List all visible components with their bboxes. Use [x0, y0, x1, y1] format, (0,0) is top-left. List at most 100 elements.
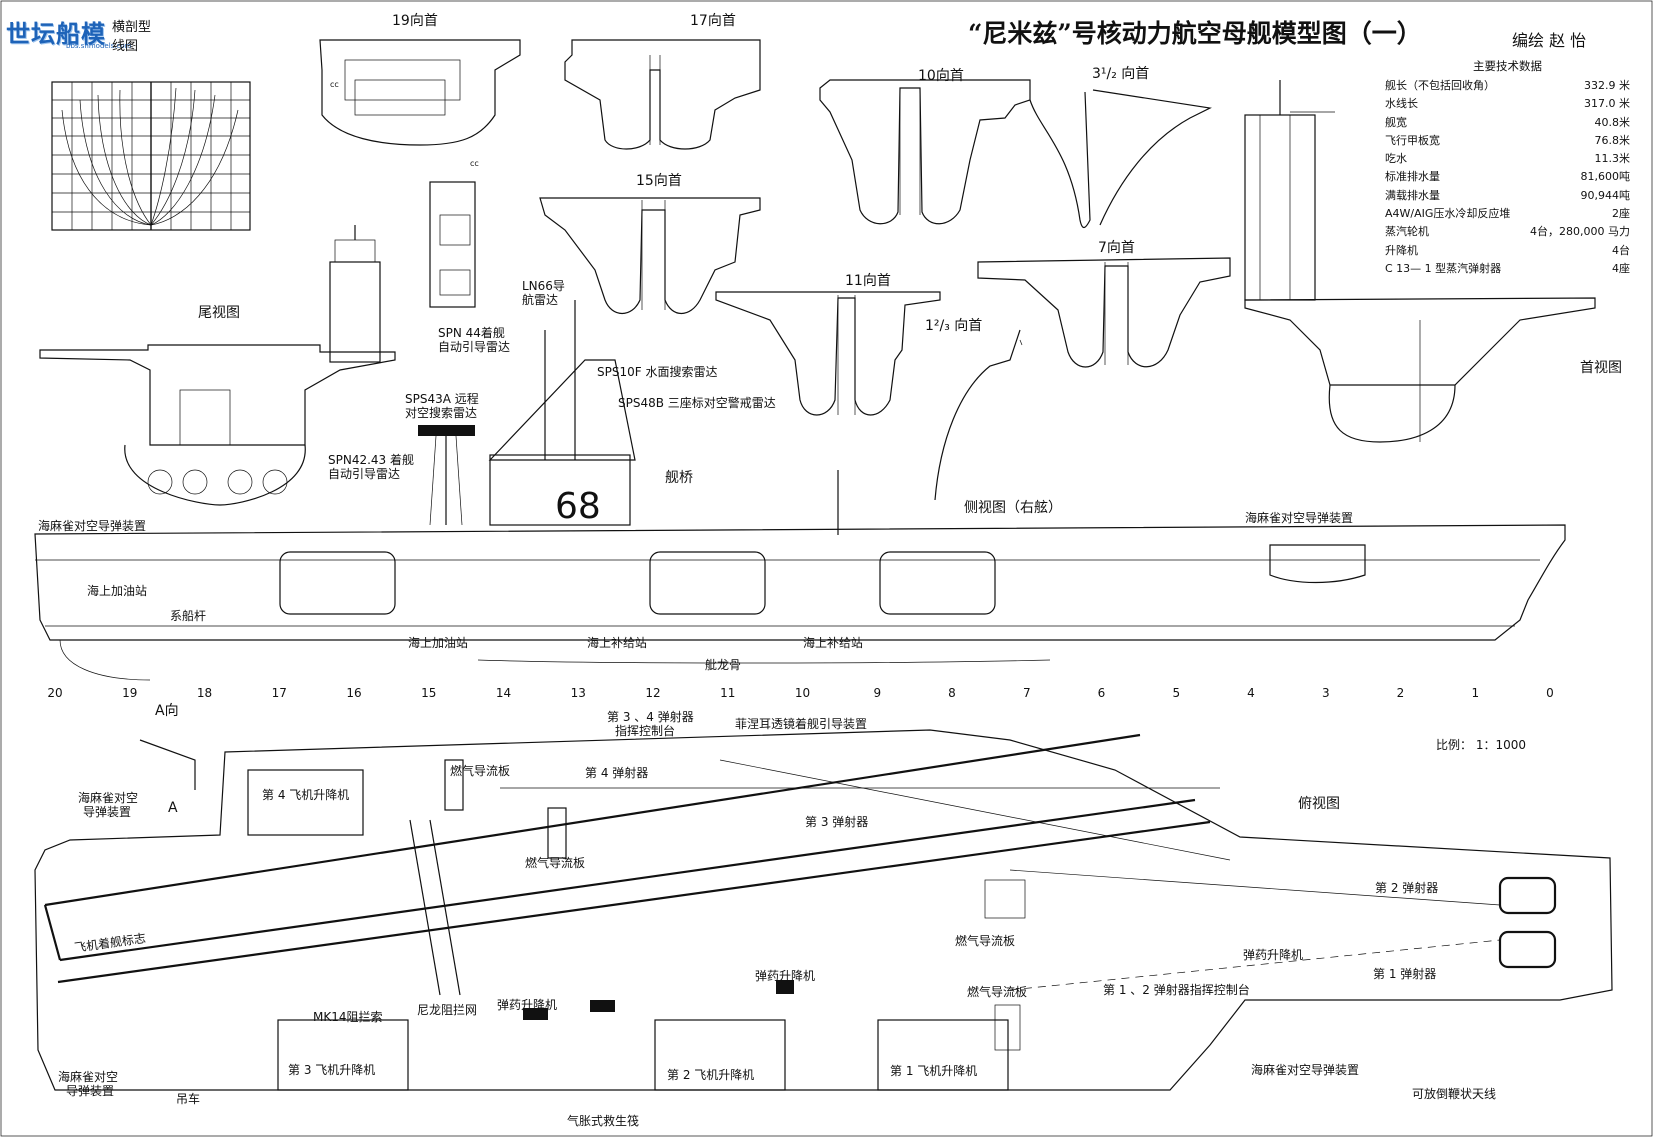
sea-sparrow-stern-line2: 导弹装置 — [66, 1084, 114, 1098]
section-10: 10向首 — [819, 68, 1031, 225]
nylon-label: 尼龙阻拦网 — [417, 1003, 477, 1017]
station-number: 15 — [421, 686, 436, 700]
station-number: 1 — [1471, 686, 1479, 700]
spec-value: 81,600吨 — [1580, 170, 1631, 184]
sea-sparrow-fwd-label: 海麻雀对空导弹装置 — [1245, 510, 1353, 525]
station-number: 0 — [1546, 686, 1554, 700]
section-11: 11向首 — [715, 273, 941, 416]
blast4-label: 燃气导流板 — [967, 984, 1027, 999]
station-number: 4 — [1247, 686, 1255, 700]
station-number: 13 — [571, 686, 586, 700]
sea-sparrow-a-line1: 海麻雀对空 — [78, 790, 138, 805]
lift1-label: 第 1 飞机升降机 — [890, 1064, 977, 1078]
scale-label: 比例： 1：1000 — [1436, 738, 1526, 752]
sps43a-line1: SPS43A 远程 — [405, 391, 479, 406]
sps48b-label: SPS48B 三座标对空警戒雷达 — [618, 395, 776, 410]
sps43a-label: SPS43A 远程对空搜索雷达 — [405, 391, 479, 420]
blast2-label: 燃气导流板 — [525, 855, 585, 870]
spn44-label: SPN 44着舰自动引导雷达 — [438, 325, 510, 354]
top-view: 68 A向 A 比例： 1：1000 俯视图 第 3 、4 弹射器指挥控制台 菲… — [34, 703, 1613, 1128]
spec-row: 舰长（不包括回收角） 332.9 米 — [1385, 77, 1630, 95]
replenish-fwd-label: 海上补给站 — [803, 635, 863, 650]
cat34-ctrl-label: 第 3 、4 弹射器指挥控制台 — [607, 709, 694, 738]
station-number: 5 — [1172, 686, 1180, 700]
ammo-lift-fwd-label: 弹药升降机 — [1243, 948, 1303, 962]
spn42-label: SPN42.43 着舰自动引导雷达 — [328, 452, 414, 481]
spec-label: 舰长（不包括回收角） — [1385, 79, 1495, 92]
section-19-cc: cc — [330, 80, 339, 89]
station-number: 8 — [948, 686, 956, 700]
cat34-ctrl-line2: 指挥控制台 — [615, 723, 675, 738]
stern-view: 尾视图 — [39, 225, 396, 506]
spec-label: C 13— 1 型蒸汽弹射器 — [1385, 261, 1502, 275]
ln66-label: LN66导航雷达 — [522, 279, 565, 307]
section-17: 17向首 — [564, 13, 761, 150]
ln66-line2: 航雷达 — [522, 292, 558, 307]
antenna-label: 可放倒鞭状天线 — [1412, 1086, 1496, 1101]
cat4-label: 第 4 弹射器 — [585, 765, 648, 780]
spec-row: 飞行甲板宽 76.8米 — [1385, 132, 1630, 150]
refuel-aft-label: 海上加油站 — [87, 583, 147, 598]
spec-label: 飞行甲板宽 — [1385, 133, 1440, 147]
section-19-label: 19向首 — [392, 13, 438, 29]
section-19: 19向首 cc — [319, 13, 521, 146]
spec-label: 满载排水量 — [1385, 188, 1440, 202]
hull-number: 68 — [555, 486, 601, 527]
spn44-line2: 自动引导雷达 — [438, 340, 510, 354]
deck-number: 68 — [1580, 871, 1582, 873]
section-7: 7向首 — [977, 240, 1231, 368]
spec-row: C 13— 1 型蒸汽弹射器 4座 — [1385, 260, 1630, 278]
a-arrow-label: A — [168, 800, 178, 816]
lift3-label: 第 3 飞机升降机 — [288, 1063, 375, 1077]
station-number: 2 — [1397, 686, 1405, 700]
section-15: 15向首 — [539, 173, 761, 315]
spec-value: 40.8米 — [1594, 115, 1631, 129]
keel-label: 舭龙骨 — [705, 658, 741, 672]
spec-value: 317.0 米 — [1584, 97, 1630, 111]
side-view: 海麻雀对空导弹装置 海麻雀对空导弹装置 海上加油站 系船杆 海上加油站 海上补给… — [34, 470, 1566, 681]
spec-label: A4W/AIG压水冷却反应堆 — [1385, 207, 1511, 221]
spec-value: 4座 — [1612, 261, 1630, 275]
radar-labels: LN66导航雷达 SPN 44着舰自动引导雷达 SPS10F 水面搜索雷达 SP… — [328, 279, 1062, 516]
cat3-label: 第 3 弹射器 — [805, 814, 868, 829]
station-number: 20 — [47, 686, 62, 700]
ammo-lift-aft-label: 弹药升降机 — [497, 998, 557, 1012]
station-number: 12 — [645, 686, 660, 700]
lift4-label: 第 4 飞机升降机 — [262, 788, 349, 802]
island: 68 — [418, 300, 636, 527]
spec-label: 升降机 — [1385, 243, 1418, 257]
spec-value: 4台 — [1612, 243, 1630, 257]
section-1-67-label: 1²/₃ 向首 — [925, 318, 982, 334]
spec-value: 76.8米 — [1594, 133, 1631, 147]
spec-label: 蒸汽轮机 — [1385, 225, 1429, 239]
bridge-label: 舰桥 — [665, 470, 693, 486]
body-plan-label: 横剖型线图 — [112, 20, 152, 54]
spec-row: 升降机 4台 — [1385, 242, 1630, 260]
spec-value: 4台，280,000 马力 — [1530, 225, 1630, 239]
sea-sparrow-stern-line1: 海麻雀对空 — [58, 1069, 118, 1084]
sea-sparrow-a-line2: 导弹装置 — [83, 805, 131, 819]
boom-label: 系船杆 — [170, 609, 206, 623]
bow-view: 首视图 — [1244, 80, 1622, 443]
section-1-67: 1²/₃ 向首 — [925, 318, 1023, 501]
watermark-url: bbs.shmodels.com — [66, 42, 132, 50]
refuel-mid-label: 海上加油站 — [408, 635, 468, 650]
spec-value: 11.3米 — [1594, 152, 1631, 166]
spec-value: 332.9 米 — [1584, 79, 1630, 92]
cat2-label: 第 2 弹射器 — [1375, 880, 1438, 895]
ammo-lift-mid-label: 弹药升降机 — [755, 969, 815, 983]
section-3-5: 3¹/₂ 向首 — [1029, 66, 1212, 229]
spec-heading: 主要技术数据 — [1473, 59, 1542, 73]
fresnel-label: 菲涅耳透镜着舰引导装置 — [735, 716, 867, 731]
author: 编绘 赵 怡 — [1512, 31, 1586, 50]
section-7-label: 7向首 — [1098, 240, 1135, 256]
ln66-line1: LN66导 — [522, 279, 565, 293]
station-number: 7 — [1023, 686, 1031, 700]
